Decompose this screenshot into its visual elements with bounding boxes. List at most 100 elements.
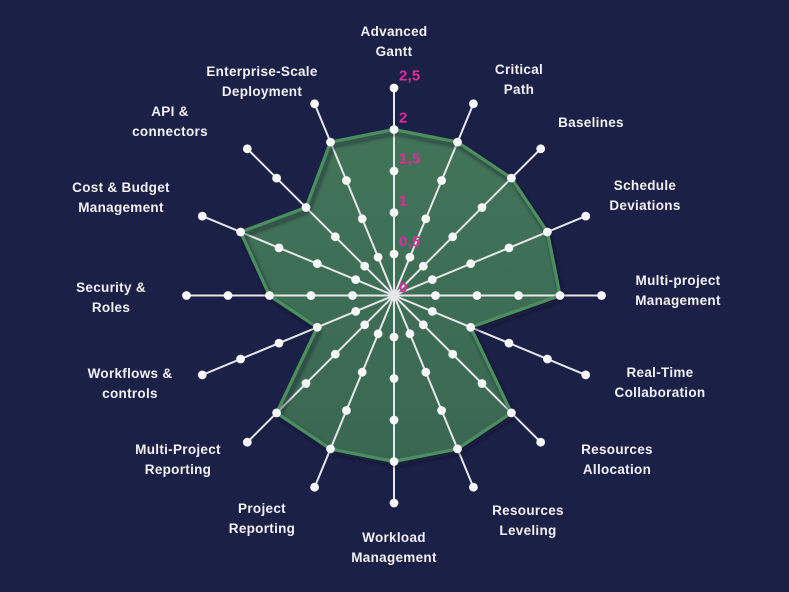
grid-dot [351, 307, 361, 316]
grid-dot [360, 261, 370, 271]
grid-dot [555, 291, 565, 300]
grid-dot [466, 259, 476, 269]
axis-label-cost-budget-management: Cost & Budget Management [72, 180, 170, 215]
axis-label-real-time-collaboration: Real-Time Collaboration [614, 365, 706, 400]
grid-dot [437, 176, 446, 185]
grid-dot [448, 232, 458, 242]
radial-tick-label: 1 [399, 192, 408, 209]
grid-dot [472, 291, 482, 300]
grid-dot [389, 457, 399, 466]
grid-dot [466, 322, 476, 332]
grid-dot [306, 291, 316, 300]
grid-dot [448, 349, 458, 359]
radar-spoke [313, 294, 395, 489]
axis-label-schedule-deviations: Schedule Deviations [609, 178, 681, 213]
grid-dot [514, 291, 523, 300]
grid-dot [477, 379, 487, 388]
grid-dot [242, 437, 252, 447]
grid-dot [543, 227, 552, 237]
axis-label-advanced-gantt: Advanced Gantt [360, 24, 428, 59]
grid-dot [330, 232, 340, 242]
radial-tick-label: 2 [399, 109, 408, 126]
grid-dot [274, 338, 284, 348]
axis-label-resources-leveling: Resources Leveling [492, 503, 564, 538]
grid-dot [342, 176, 351, 185]
grid-dot [536, 144, 546, 154]
radar-spoke [393, 215, 587, 297]
grid-dot [310, 482, 319, 492]
grid-dot [357, 367, 367, 377]
grid-dot [274, 243, 284, 253]
axis-label-project-reporting: Project Reporting [228, 501, 296, 536]
grid-dot [182, 291, 191, 300]
grid-dot [272, 408, 281, 418]
grid-dot [507, 173, 516, 183]
grid-dot [223, 291, 233, 300]
grid-dot [312, 259, 322, 269]
grid-dot [477, 203, 487, 212]
grid-dot [581, 370, 591, 380]
grid-dot [348, 291, 357, 300]
radial-tick-label: 0,5 [399, 233, 421, 251]
grid-dot [389, 498, 399, 508]
grid-dot [301, 203, 311, 212]
grid-dot [330, 349, 340, 359]
grid-dot [326, 137, 335, 147]
radial-tick-label: 1,5 [399, 150, 421, 168]
radar-spoke [393, 294, 542, 444]
axis-label-workload-management: Workload Management [351, 530, 437, 565]
grid-dot [389, 166, 399, 176]
axis-label-api-connectors: API & connectors [132, 104, 208, 139]
grid-dot [507, 408, 516, 418]
radar-spoke [313, 102, 395, 297]
grid-dot [351, 275, 361, 284]
axis-label-baselines: Baselines [558, 115, 624, 130]
grid-dot [389, 415, 399, 425]
grid-dot [597, 291, 606, 300]
axis-label-multi-project-management: Multi-project Management [635, 273, 721, 308]
grid-dot [389, 83, 399, 93]
grid-dot [360, 320, 370, 330]
grid-dot [342, 406, 351, 415]
grid-dot [437, 406, 446, 415]
grid-dot [236, 227, 246, 237]
grid-dot [310, 99, 319, 109]
grid-dot [265, 291, 274, 300]
grid-dot [389, 332, 399, 342]
grid-dot [427, 275, 437, 284]
axis-label-resources-allocation: Resources Allocation [581, 442, 653, 477]
grid-dot [312, 322, 322, 332]
grid-dot [373, 329, 383, 339]
grid-dot [236, 354, 246, 364]
grid-dot [421, 214, 431, 224]
grid-dot [357, 214, 367, 224]
grid-dot [405, 252, 415, 262]
grid-dot [197, 370, 207, 380]
grid-dot [427, 307, 437, 316]
grid-dot [504, 338, 514, 348]
axis-label-critical-path: Critical Path [494, 62, 544, 97]
grid-dot [373, 252, 383, 262]
grid-dot [418, 261, 428, 271]
radar-spoke [393, 102, 475, 297]
axis-label-enterprise-scale-deployment: Enterprise-Scale Deployment [206, 64, 318, 99]
grid-dot [453, 444, 462, 454]
grid-dot [581, 211, 591, 221]
grid-dot [301, 379, 311, 388]
radar-spoke [393, 294, 475, 489]
radial-tick-label: 2,5 [399, 67, 421, 85]
grid-dot [326, 444, 335, 454]
axis-label-workflows-controls: Workflows & controls [87, 366, 173, 401]
radar-spoke [246, 147, 395, 297]
axis-label-security-roles: Security & Roles [76, 280, 146, 315]
grid-dot [504, 243, 514, 253]
grid-dot [389, 249, 399, 259]
grid-dot [418, 320, 428, 330]
grid-dot [242, 144, 252, 154]
radar-spoke [201, 294, 395, 376]
grid-dot [543, 354, 552, 364]
grid-dot [536, 437, 546, 447]
radar-spoke [393, 294, 587, 376]
